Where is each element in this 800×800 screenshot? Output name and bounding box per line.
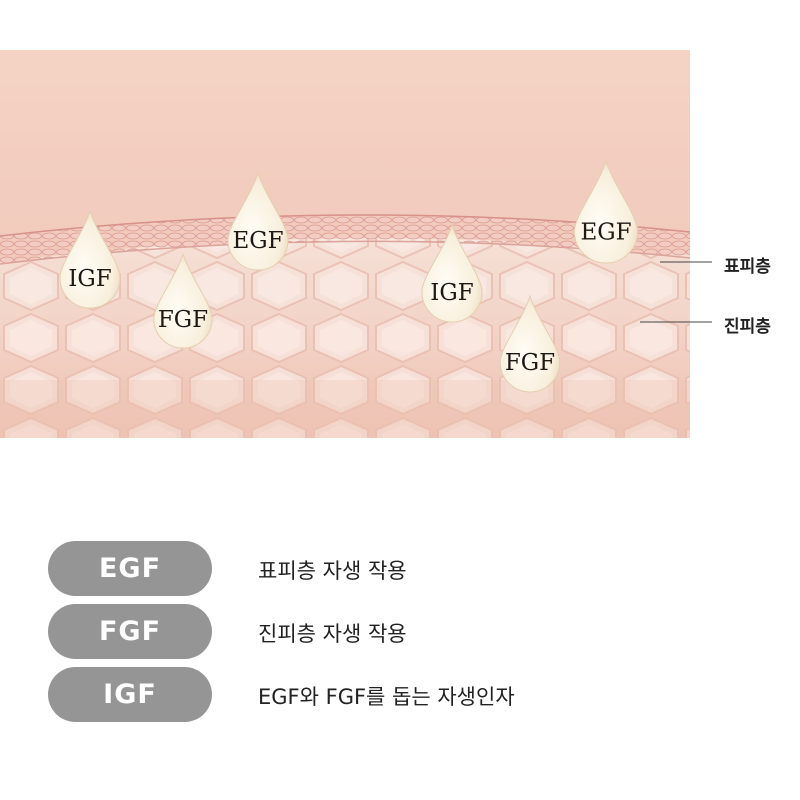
epidermis-layer: [0, 214, 690, 264]
droplet-label-igf: IGF: [68, 266, 111, 292]
dermis-label: 진피층: [724, 317, 771, 337]
droplet-label-egf: EGF: [232, 228, 283, 254]
legend-item-fgf: FGF 진피층 자생 작용: [48, 604, 648, 659]
droplet-fgf: [153, 252, 213, 349]
legend-description-igf: EGF와 FGF를 돕는 자생인자: [258, 685, 515, 709]
droplet-igf: [59, 209, 121, 309]
droplet-fgf: [499, 294, 561, 393]
droplet-label-fgf: FGF: [158, 307, 208, 333]
legend-pill-egf: EGF: [48, 541, 212, 596]
droplet-egf: [573, 159, 639, 264]
legend-item-egf: EGF 표피층 자생 작용: [48, 541, 648, 596]
droplet-label-fgf: FGF: [505, 350, 555, 376]
droplet-label-egf: EGF: [580, 219, 631, 245]
legend-pill-igf: IGF: [48, 667, 212, 722]
epidermis-label: 표피층: [724, 257, 771, 277]
droplet-egf: [227, 171, 289, 271]
legend-pill-fgf: FGF: [48, 604, 212, 659]
droplet-label-igf: IGF: [430, 280, 473, 306]
legend-description-fgf: 진피층 자생 작용: [258, 622, 407, 646]
skin-layer-diagram: IGF FGF EGF IGF FGF EGF: [0, 50, 712, 438]
legend-description-egf: 표피층 자생 작용: [258, 559, 407, 583]
droplet-igf: [421, 223, 483, 323]
legend-item-igf: IGF EGF와 FGF를 돕는 자생인자: [48, 667, 648, 722]
